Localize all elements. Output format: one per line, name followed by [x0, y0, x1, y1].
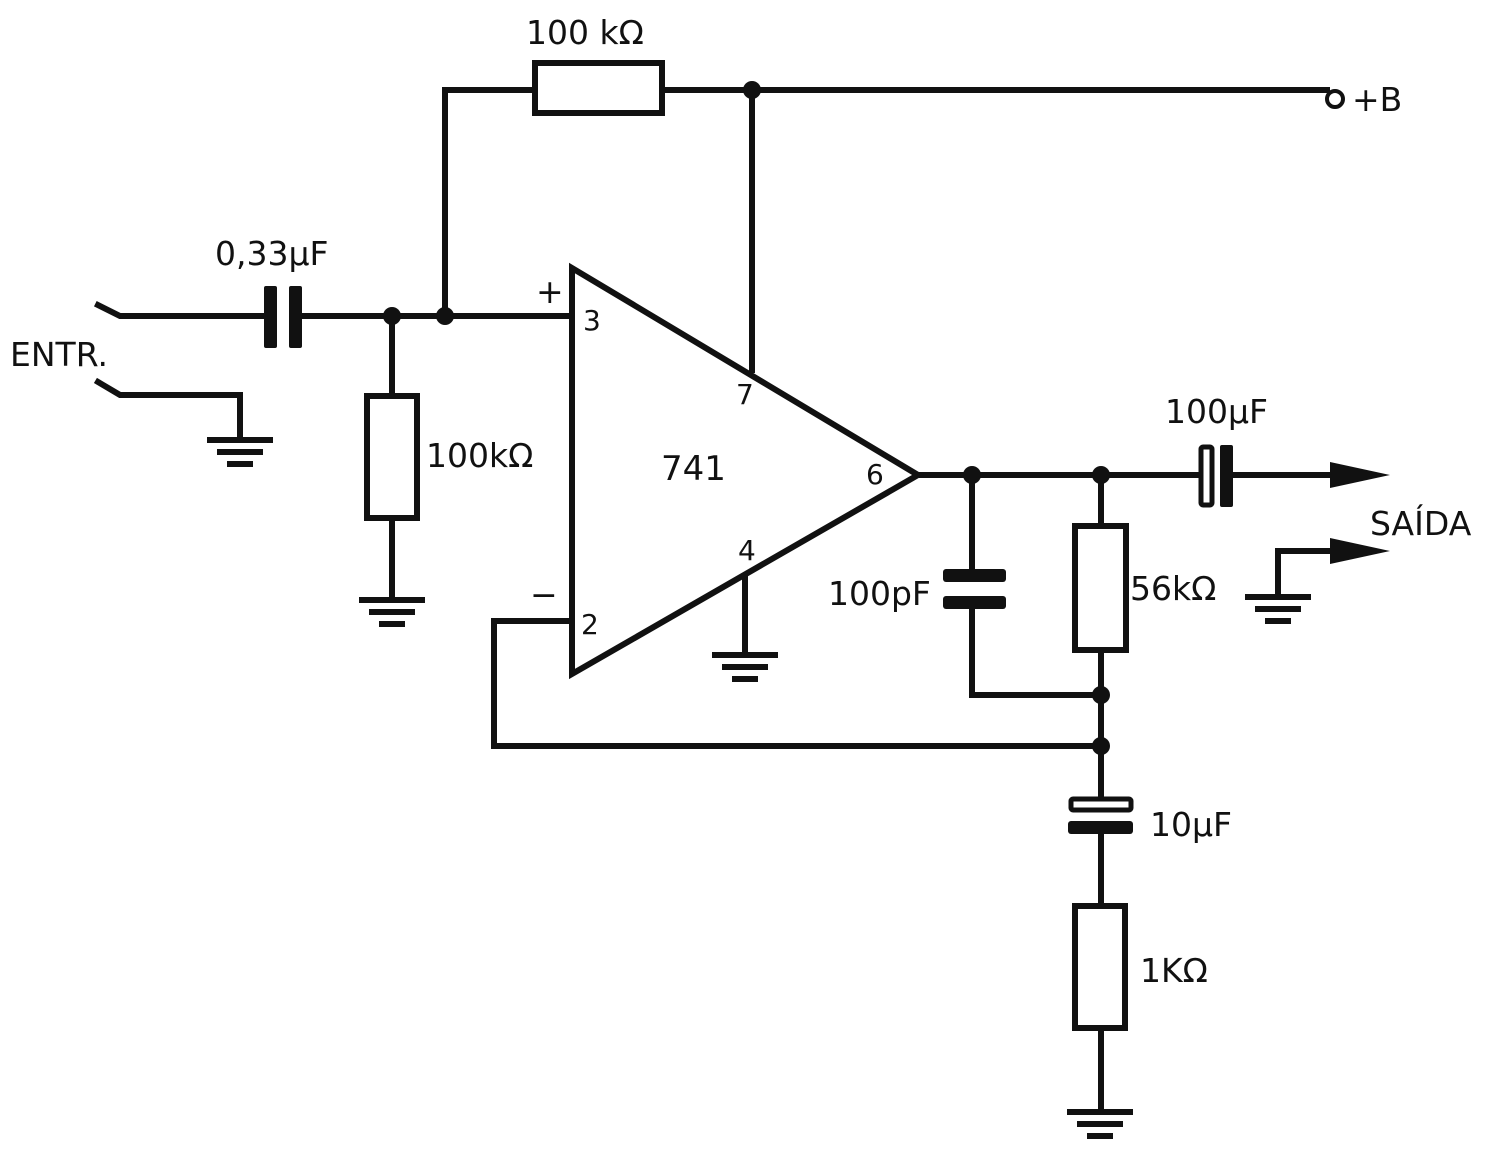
label-pin-7: 7 [736, 378, 754, 411]
label-pin-6: 6 [866, 458, 884, 491]
junction-dot [743, 81, 761, 99]
wire-ccomp-bottom [969, 601, 1104, 698]
junction-dot [436, 307, 454, 325]
junction-dot [1092, 686, 1110, 704]
ground-icon-1k [1067, 1109, 1133, 1139]
supply-terminal-icon [1325, 89, 1345, 109]
opamp-triangle [569, 262, 924, 680]
wire-input-upper [93, 300, 269, 319]
ground-icon-output [1245, 594, 1311, 624]
resistor-56k [1072, 523, 1129, 653]
capacitor-10uf [1068, 796, 1134, 834]
label-opamp-minus-sign: − [530, 575, 558, 614]
junction-dot [383, 307, 401, 325]
output-arrow-icon [1330, 462, 1390, 488]
label-r-gain: 1KΩ [1140, 951, 1208, 990]
wire-top-left [442, 87, 535, 319]
label-pin-2: 2 [581, 608, 599, 641]
label-pin-3: 3 [583, 304, 601, 337]
wire-input-lower [93, 377, 243, 443]
label-c-input: 0,33µF [215, 234, 328, 273]
label-r-bias: 100kΩ [426, 436, 533, 475]
wire-feedback-return [491, 618, 1104, 749]
label-c-output: 100µF [1165, 392, 1268, 431]
capacitor-output [1198, 444, 1233, 508]
ground-icon-bias [359, 597, 425, 627]
ground-icon-input [207, 437, 273, 467]
resistor-bias [364, 393, 420, 521]
capacitor-input [264, 286, 302, 348]
label-opamp-plus-sign: + [536, 272, 564, 311]
capacitor-100pf [943, 569, 1006, 609]
label-output-terminal: SAÍDA [1370, 503, 1472, 543]
label-input-terminal: ENTR. [10, 335, 108, 374]
junctions [383, 81, 1110, 755]
label-supply-terminal: +B [1352, 80, 1402, 119]
junction-dot [1092, 737, 1110, 755]
resistor-1k [1072, 903, 1128, 1031]
wire-output-ground [1275, 548, 1348, 598]
label-c-bypass: 10µF [1150, 805, 1232, 844]
label-r-feedback: 56kΩ [1130, 569, 1216, 608]
ground-icon-pin4 [712, 652, 778, 682]
resistor-feedback-top [532, 60, 665, 116]
label-pin-4: 4 [738, 534, 756, 567]
label-opamp-part: 741 [661, 449, 726, 489]
junction-dot [1092, 466, 1110, 484]
label-c-comp: 100pF [828, 574, 931, 613]
label-r-feedback-top: 100 kΩ [526, 13, 644, 52]
junction-dot [963, 466, 981, 484]
output-ground-arrow-icon [1330, 538, 1390, 564]
